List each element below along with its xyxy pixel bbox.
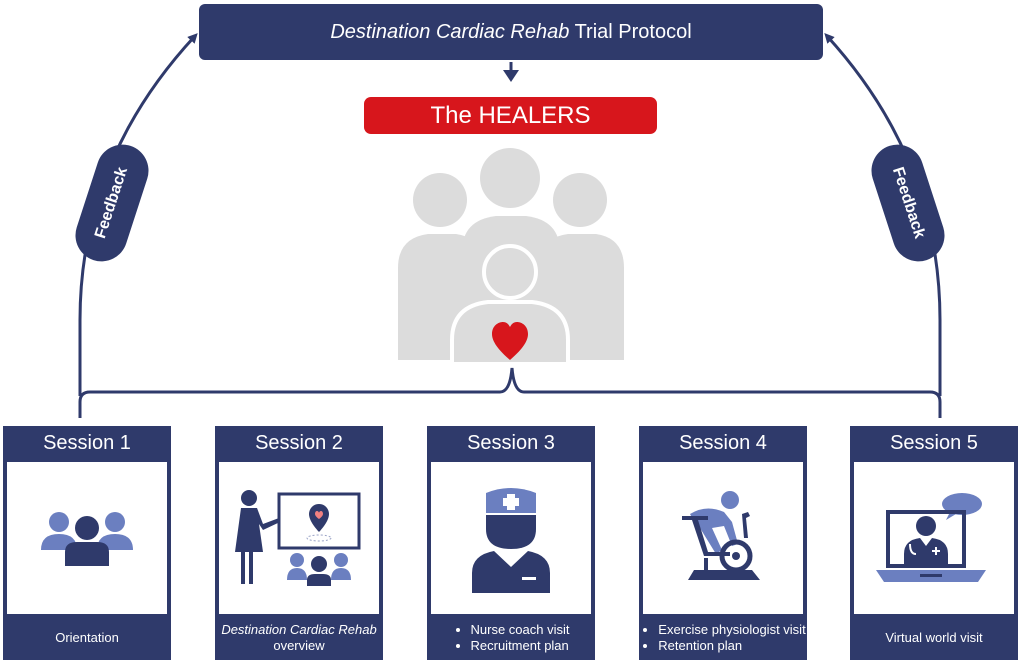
protocol-title: Destination Cardiac Rehab Trial Protocol [199,4,823,60]
healers-label: The HEALERS [364,97,657,134]
session-3-bullets: Nurse coach visit Recruitment plan [453,622,570,654]
session-3-bullet-1: Nurse coach visit [471,622,570,638]
nurse-icon [472,488,550,593]
laptop-doctor-icon [876,493,986,582]
protocol-title-rest: Trial Protocol [569,20,692,43]
session-5-description: Virtual world visit [850,616,1018,660]
session-card-3: Session 3 Nurse coach visit Recruitment … [427,426,595,660]
session-5-icon-panel [854,462,1014,614]
feedback-left-text: Feedback [92,165,132,241]
session-5-title: Session 5 [890,431,978,454]
group-people-icon [41,512,133,566]
title-to-healers-arrowhead [503,70,519,82]
session-1-description: Orientation [3,616,171,660]
session-1-icon-panel [7,462,167,614]
session-card-5: Session 5 Virtual world visit [850,426,1018,660]
session-2-text-rest: overview [273,638,325,653]
session-4-icon-panel [643,462,803,614]
feedback-pill-left [75,144,149,262]
session-4-bullet-2: Retention plan [658,638,805,654]
presenter-board-icon [235,490,361,586]
session-2-text-italic: Destination Cardiac Rehab [221,622,377,637]
session-3-description: Nurse coach visit Recruitment plan [427,616,595,660]
session-card-2: Session 2 Destination Cardiac Rehab over… [215,426,383,660]
feedback-right-text: Feedback [888,165,928,241]
feedback-pill-right [871,144,945,262]
session-card-1: Session 1 Orientation [3,426,171,660]
session-bracket [78,367,942,418]
session-3-title: Session 3 [467,431,555,454]
healers-group-icon [398,148,624,366]
session-4-title: Session 4 [679,431,767,454]
session-2-description: Destination Cardiac Rehab overview [215,616,383,660]
session-1-title: Session 1 [43,431,131,454]
session-4-bullets: Exercise physiologist visit Retention pl… [640,622,805,654]
session-2-text: Destination Cardiac Rehab overview [215,622,383,654]
session-4-bullet-1: Exercise physiologist visit [658,622,805,638]
protocol-title-italic: Destination Cardiac Rehab [330,20,570,43]
exercise-bike-icon [682,491,760,580]
session-1-text: Orientation [55,630,119,645]
session-2-icon-panel [219,462,379,614]
session-4-description: Exercise physiologist visit Retention pl… [639,616,807,660]
session-3-bullet-2: Recruitment plan [471,638,570,654]
session-2-title: Session 2 [255,431,343,454]
session-5-text: Virtual world visit [885,630,983,645]
session-3-icon-panel [431,462,591,614]
session-card-4: Session 4 Exercise physiologist visit Re… [639,426,807,660]
heart-icon [492,322,528,360]
